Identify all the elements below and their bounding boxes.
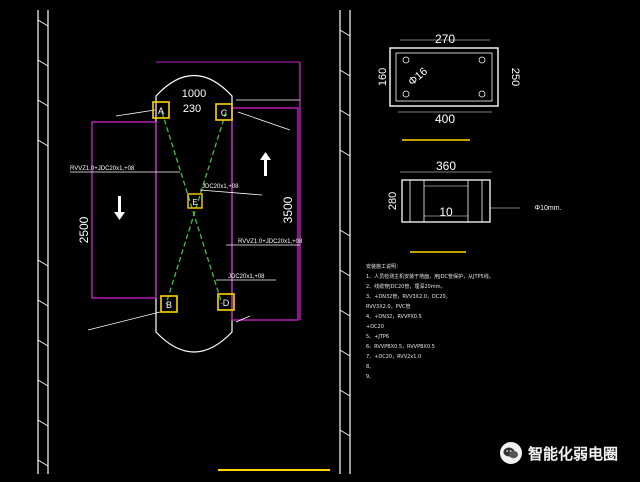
magenta-frames bbox=[91, 61, 301, 321]
watermark: 智能化弱电圈 bbox=[500, 440, 618, 466]
left-wall bbox=[37, 10, 49, 474]
note-line: +DC20 bbox=[366, 324, 384, 330]
leader-lines bbox=[70, 99, 300, 331]
device-b-label: B bbox=[166, 300, 172, 310]
note-line: 5、+JTP6 bbox=[366, 334, 390, 340]
device-c: C bbox=[215, 103, 233, 121]
device-a: A bbox=[152, 101, 170, 119]
box-top-dimension: 270 bbox=[435, 32, 455, 46]
note-line: 8、 bbox=[366, 364, 375, 370]
note-line: 4、+DN32，RVVPX0.5 bbox=[366, 314, 422, 320]
note-line: RVV3X2.0，PVC管 bbox=[366, 304, 411, 310]
box-detail bbox=[389, 39, 499, 113]
right-wall bbox=[339, 10, 351, 474]
left-height-dimension: 2500 bbox=[77, 216, 91, 243]
bracket-detail bbox=[400, 171, 520, 223]
left-cable-label: RVVZ1.0+JDC20x1,+08 bbox=[70, 166, 135, 172]
width-dimension: 1000 bbox=[182, 88, 206, 100]
device-e-label: E bbox=[192, 198, 197, 207]
up-arrow-head-icon bbox=[260, 152, 271, 160]
note-line: 3、+DN32管，RVV3X2.0，DC20。 bbox=[366, 294, 451, 300]
bracket-inner-label: 10 bbox=[439, 205, 453, 219]
wechat-icon bbox=[500, 442, 522, 464]
right-height-dimension: 3500 bbox=[281, 196, 295, 223]
device-c-label: C bbox=[221, 108, 228, 118]
box-bottom-dimension: 400 bbox=[435, 112, 455, 126]
down-arrow-head-icon bbox=[114, 212, 125, 220]
bracket-note: Φ10mm. bbox=[535, 205, 562, 212]
device-e: E bbox=[187, 193, 203, 209]
device-d: D bbox=[217, 293, 235, 311]
bracket-left-dimension: 280 bbox=[387, 192, 399, 210]
flow-arrows bbox=[114, 152, 271, 220]
note-line: 9、 bbox=[366, 374, 375, 380]
bottom-cable-label: JDC20x1,+08 bbox=[228, 274, 265, 280]
watermark-text: 智能化弱电圈 bbox=[528, 444, 619, 463]
down-arrow-icon bbox=[118, 196, 121, 214]
device-d-label: D bbox=[223, 298, 230, 308]
installation-notes: 安装施工说明： 1、人员检测主机安装于地面，用JDC管保护，从JTP5线。 2、… bbox=[366, 262, 636, 382]
bracket-top-dimension: 360 bbox=[436, 159, 456, 173]
box-hole-label: Φ16 bbox=[406, 66, 430, 89]
note-line: 2、线缆穿JDC20管，埋深20mm。 bbox=[366, 284, 446, 290]
note-line: 7、+DC20，RVV2x1.0 bbox=[366, 354, 422, 360]
device-a-label: A bbox=[158, 106, 164, 116]
note-line: 6、RVVPBX0.5，RVVPBX0.5 bbox=[366, 344, 435, 350]
box-right-dimension: 250 bbox=[509, 68, 521, 86]
center-cable-label: JDC20x1,+08 bbox=[202, 184, 239, 190]
spacing-dimension: 230 bbox=[183, 103, 201, 115]
note-line: 1、人员检测主机安装于地面，用JDC管保护，从JTP5线。 bbox=[366, 274, 494, 280]
passage-outline bbox=[155, 74, 233, 353]
right-cable-label: RVVZ1.0+JDC20x1,+08 bbox=[238, 239, 303, 245]
note-line: 安装施工说明： bbox=[366, 264, 402, 270]
device-b: B bbox=[160, 295, 178, 313]
up-arrow-icon bbox=[264, 158, 267, 176]
box-left-dimension: 160 bbox=[377, 68, 389, 86]
